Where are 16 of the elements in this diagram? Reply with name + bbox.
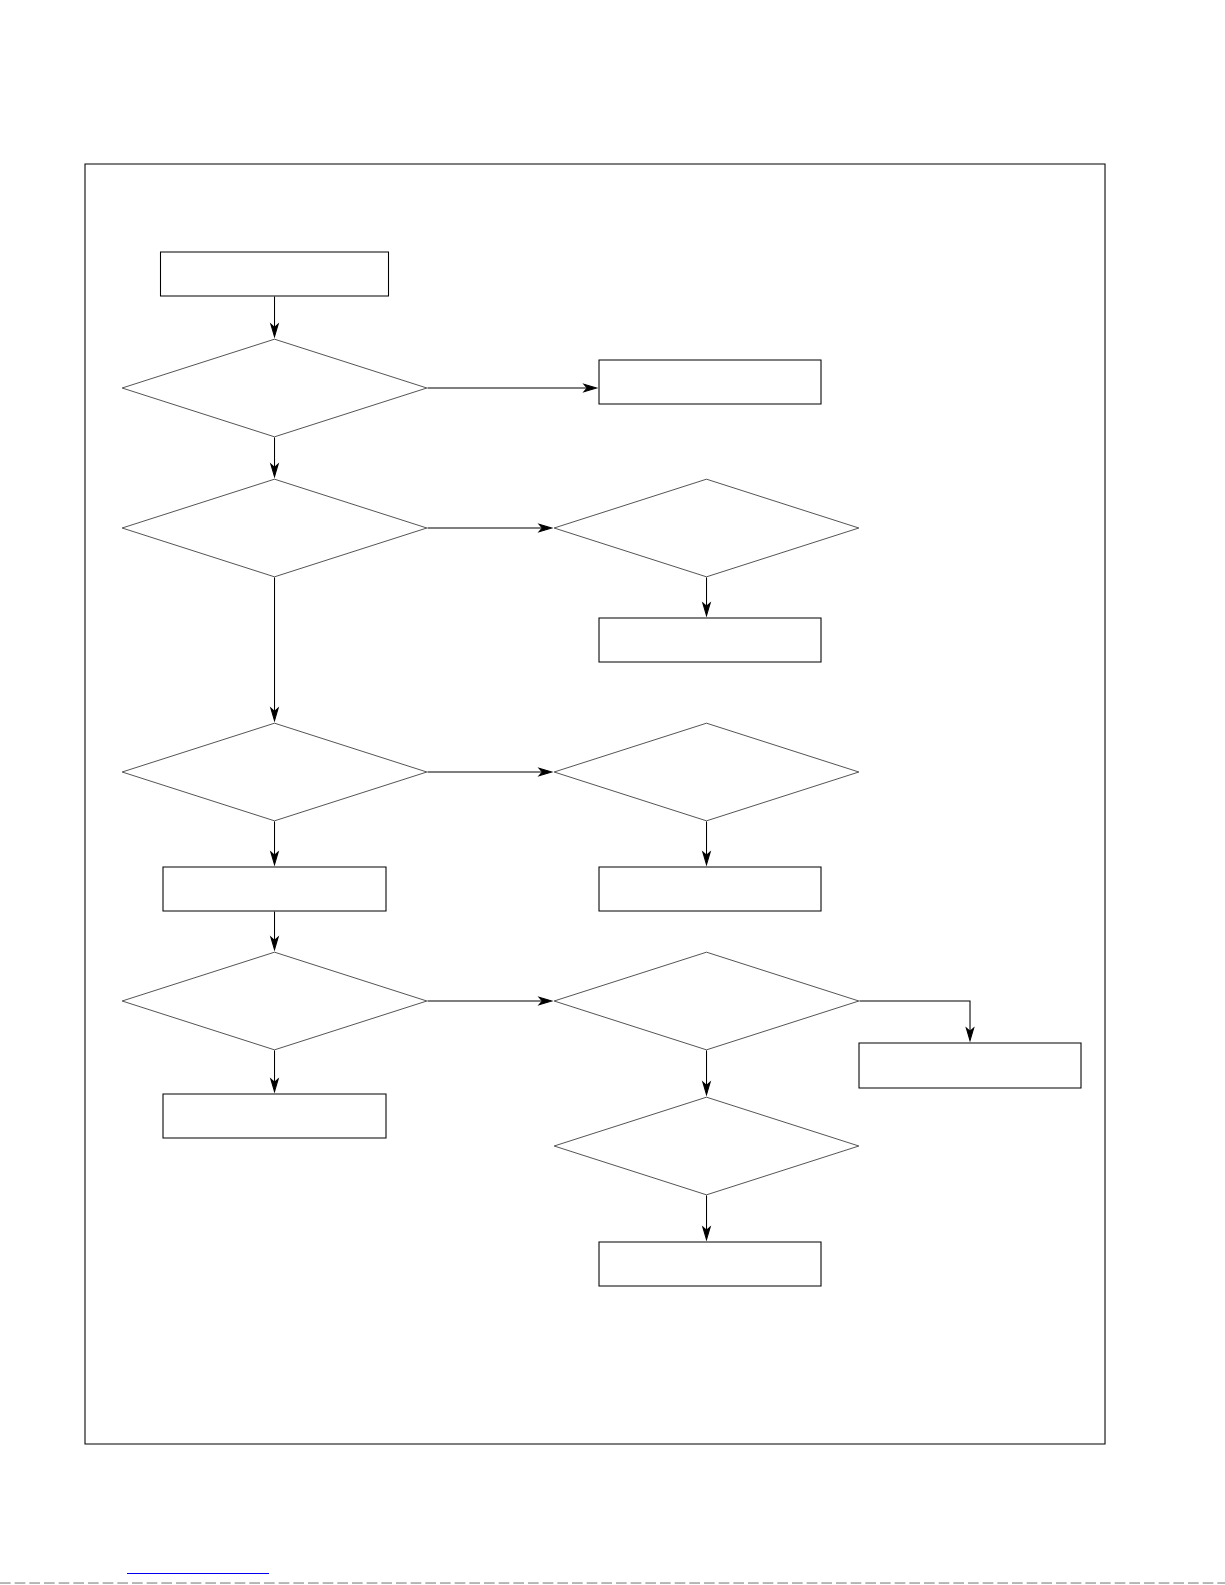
process-box [598,617,822,663]
decision-diamond [121,338,428,438]
process-box [162,866,387,912]
process-box [162,1093,387,1139]
process-box [598,1241,822,1287]
process-box [598,359,822,405]
decision-diamond [553,722,860,822]
decision-diamond [553,478,860,578]
process-box [159,251,390,297]
decision-diamond [121,951,428,1051]
decision-diamond [553,951,860,1051]
process-box [598,866,822,912]
decision-diamond [553,1096,860,1196]
decision-diamond [121,722,428,822]
process-box [858,1042,1082,1089]
decision-diamond [121,478,428,578]
